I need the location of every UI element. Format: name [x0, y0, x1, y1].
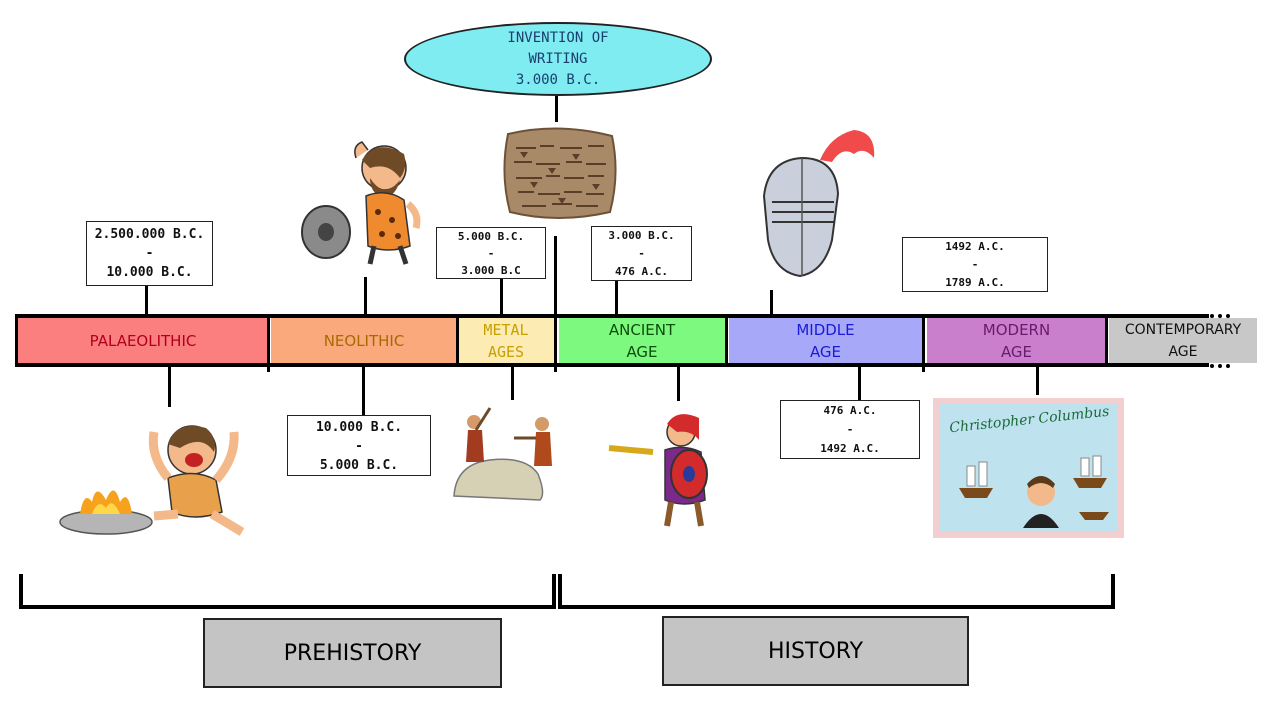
- ships-icon: [959, 455, 1109, 528]
- roman-soldier-icon: [608, 414, 708, 527]
- date-end: 10.000 B.C.: [106, 265, 193, 280]
- date-start: 1492 A.C.: [945, 240, 1005, 253]
- period-label-line-2: AGE: [1000, 342, 1033, 361]
- period-middle-age: MIDDLE AGE: [729, 318, 922, 363]
- image-connector: [1036, 367, 1039, 395]
- date-separator: -: [355, 439, 363, 454]
- period-palaeolithic: PALAEOLITHIC: [18, 318, 268, 363]
- date-box-ancient-age: 3.000 B.C. - 476 A.C.: [591, 226, 692, 281]
- period-label-line-2: AGE: [809, 342, 842, 361]
- clay-tablet-icon: [503, 127, 617, 219]
- date-end: 1492 A.C.: [820, 442, 880, 455]
- date-box-modern-age: 1492 A.C. - 1789 A.C.: [902, 237, 1048, 292]
- metal-workers-icon: [453, 407, 552, 501]
- period-divider: [922, 314, 925, 372]
- period-label-line-2: AGES: [487, 342, 525, 361]
- timeline-continuation-dots: [1210, 314, 1230, 368]
- date-separator: -: [846, 423, 854, 436]
- history-bracket: [558, 574, 1115, 609]
- date-end: 1789 A.C.: [945, 276, 1005, 289]
- period-label-line-1: CONTEMPORARY: [1124, 321, 1242, 338]
- writing-line-3: 3.000 B.C.: [515, 71, 601, 88]
- period-label: NEOLITHIC: [323, 331, 405, 350]
- columbus-caption: Christopher Columbus: [948, 404, 1111, 437]
- timeline-left-edge: [15, 314, 18, 367]
- date-separator: -: [638, 247, 645, 260]
- period-modern-age: MODERN AGE: [927, 318, 1106, 363]
- date-box-neolithic: 10.000 B.C. - 5.000 B.C.: [287, 415, 431, 476]
- image-connector: [511, 367, 514, 400]
- date-end: 5.000 B.C.: [319, 458, 399, 473]
- writing-connector: [555, 96, 558, 122]
- period-label-line-1: METAL: [483, 320, 529, 339]
- timeline-bar: [15, 314, 1209, 367]
- date-connector: [858, 367, 861, 400]
- date-box-palaeolithic: 2.500.000 B.C. - 10.000 B.C.: [86, 221, 213, 286]
- invention-of-writing-oval: INVENTION OF WRITING 3.000 B.C.: [404, 22, 712, 96]
- prehistory-text: PREHISTORY: [283, 640, 422, 666]
- date-box-middle-age: 476 A.C. - 1492 A.C.: [780, 400, 920, 459]
- christopher-columbus-icon: Christopher Columbus: [933, 398, 1124, 538]
- period-ancient-age: ANCIENT AGE: [559, 318, 725, 363]
- prehistory-history-divider: [554, 236, 557, 372]
- date-end: 3.000 B.C: [461, 264, 521, 277]
- knight-helmet-icon: [762, 130, 875, 278]
- period-label-line-1: MODERN: [982, 320, 1051, 339]
- image-connector: [168, 367, 171, 407]
- period-divider: [456, 314, 459, 367]
- prehistory-label: PREHISTORY: [203, 618, 502, 688]
- history-label: HISTORY: [662, 616, 969, 686]
- period-label-line-2: AGE: [1168, 343, 1198, 360]
- writing-line-1: INVENTION OF: [507, 29, 609, 46]
- period-contemporary-age: CONTEMPORARY AGE: [1109, 318, 1257, 363]
- caveman-fire-icon: [59, 425, 245, 536]
- writing-line-2: WRITING: [528, 50, 588, 67]
- period-label-line-2: AGE: [626, 342, 658, 361]
- caveman-wheel-icon: [301, 141, 421, 265]
- period-divider: [267, 314, 270, 372]
- date-connector: [362, 367, 365, 415]
- date-box-metal-ages: 5.000 B.C. - 3.000 B.C: [436, 227, 546, 279]
- date-separator: -: [971, 258, 979, 271]
- date-connector: [615, 281, 618, 314]
- prehistory-bracket: [19, 574, 556, 609]
- date-start: 10.000 B.C.: [315, 420, 403, 435]
- date-separator: -: [487, 247, 495, 260]
- period-label-line-1: MIDDLE: [796, 320, 855, 339]
- history-text: HISTORY: [767, 638, 864, 664]
- date-connector: [145, 286, 148, 314]
- image-connector: [677, 367, 680, 401]
- date-start: 476 A.C.: [823, 404, 877, 417]
- date-end: 476 A.C.: [615, 265, 668, 278]
- date-start: 5.000 B.C.: [457, 230, 525, 243]
- period-neolithic: NEOLITHIC: [271, 318, 457, 363]
- period-label: PALAEOLITHIC: [89, 331, 197, 350]
- period-divider: [1105, 314, 1108, 367]
- period-label-line-1: ANCIENT: [608, 320, 676, 339]
- period-divider: [725, 314, 728, 367]
- date-separator: -: [145, 246, 154, 261]
- date-connector: [500, 279, 503, 314]
- image-connector: [364, 277, 367, 314]
- date-start: 3.000 B.C.: [608, 229, 675, 242]
- image-connector: [770, 290, 773, 314]
- period-metal-ages: METAL AGES: [458, 318, 554, 363]
- date-start: 2.500.000 B.C.: [94, 227, 205, 242]
